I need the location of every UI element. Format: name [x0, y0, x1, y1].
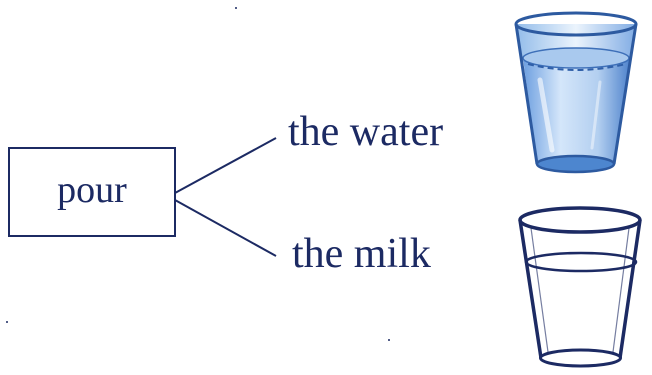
speck	[6, 321, 8, 323]
verb-box: pour	[8, 147, 176, 237]
object-label-water: the water	[288, 109, 443, 155]
glass-of-milk-icon	[518, 206, 642, 368]
connector-line-milk	[174, 199, 277, 257]
glass-of-water-icon	[514, 11, 638, 174]
speck	[388, 339, 390, 341]
speck	[235, 7, 237, 9]
connector-line-water	[174, 137, 277, 194]
verb-box-frame	[8, 147, 176, 237]
verb-label: pour	[57, 169, 127, 211]
object-label-milk: the milk	[292, 231, 431, 277]
